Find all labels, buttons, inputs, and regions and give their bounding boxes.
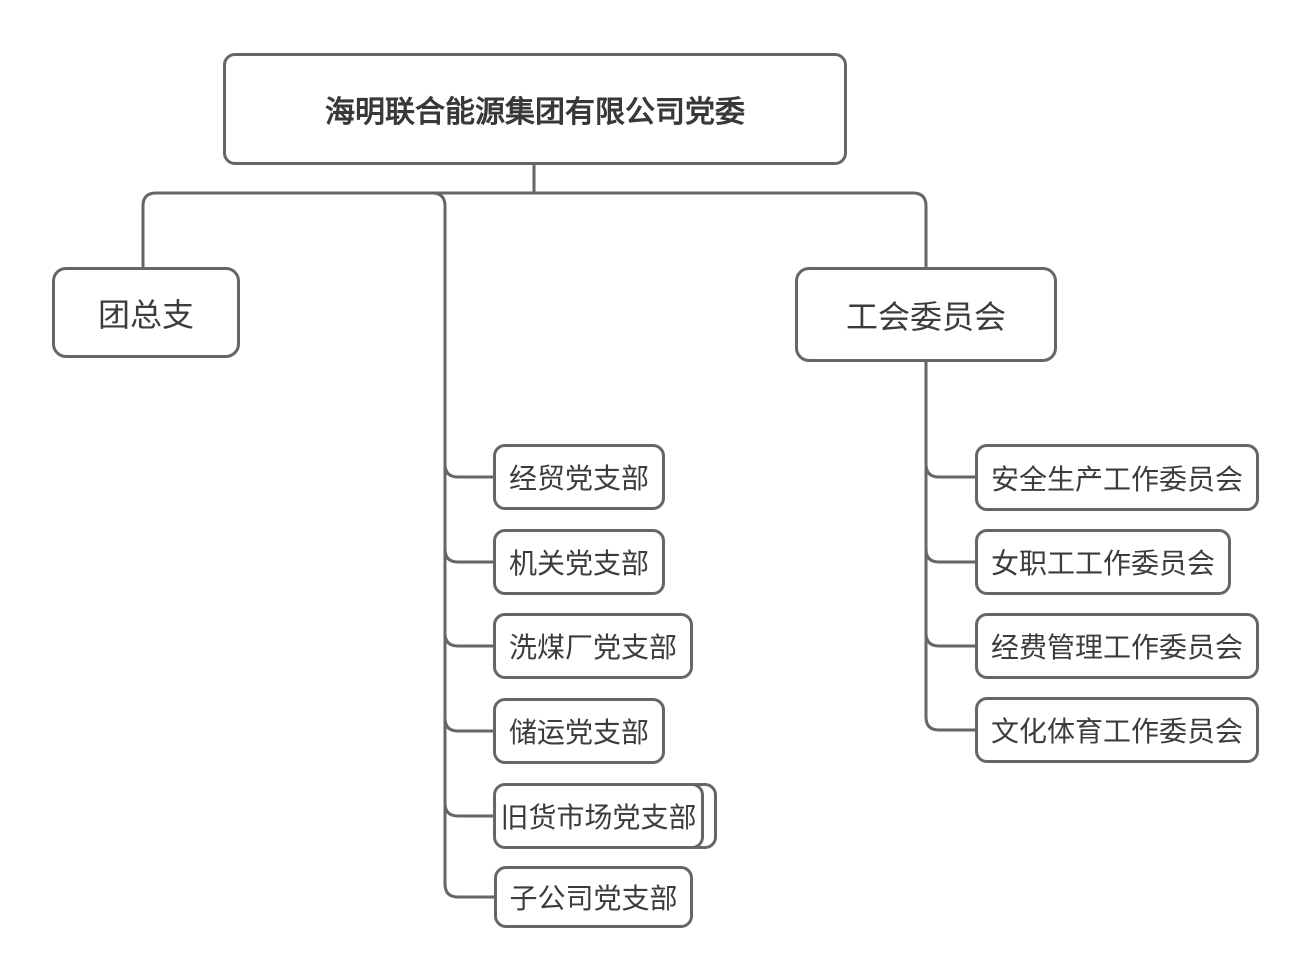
connector-middle-elbow-3 bbox=[443, 632, 494, 648]
connector-union-elbow-1 bbox=[924, 463, 976, 479]
node-label: 团总支 bbox=[97, 296, 194, 333]
node-old-goods-market-party-branch[interactable]: 旧货市场党支部 bbox=[493, 783, 704, 849]
node-storage-transport-party-branch[interactable]: 储运党支部 bbox=[493, 698, 665, 764]
node-party-committee-root[interactable]: 海明联合能源集团有限公司党委 bbox=[223, 53, 847, 165]
connector-middle-elbow-5 bbox=[443, 802, 494, 818]
node-union-committee[interactable]: 工会委员会 bbox=[795, 267, 1057, 362]
connector-middle-elbow-4 bbox=[443, 717, 494, 733]
node-label: 子公司党支部 bbox=[509, 883, 678, 914]
node-label: 机关党支部 bbox=[508, 548, 649, 579]
node-label: 女职工工作委员会 bbox=[990, 548, 1215, 579]
node-coal-washing-plant-party-branch[interactable]: 洗煤厂党支部 bbox=[493, 613, 693, 679]
connector-middle-trunk bbox=[431, 191, 494, 899]
node-label: 洗煤厂党支部 bbox=[508, 632, 677, 663]
node-label: 文化体育工作委员会 bbox=[990, 716, 1243, 747]
node-label: 经贸党支部 bbox=[508, 463, 649, 494]
node-label: 海明联合能源集团有限公司党委 bbox=[325, 96, 745, 129]
connector-level1-bus bbox=[141, 191, 928, 268]
connector-union-elbow-2 bbox=[924, 548, 976, 564]
node-culture-sports-work-committee[interactable]: 文化体育工作委员会 bbox=[975, 697, 1259, 763]
connector-union-trunk bbox=[924, 362, 976, 732]
node-label: 工会委员会 bbox=[845, 298, 1006, 335]
node-trade-party-branch[interactable]: 经贸党支部 bbox=[493, 444, 665, 510]
connector-middle-elbow-2 bbox=[443, 548, 494, 564]
node-female-workers-work-committee[interactable]: 女职工工作委员会 bbox=[975, 529, 1231, 595]
connector-middle-elbow-1 bbox=[443, 463, 494, 479]
node-office-party-branch[interactable]: 机关党支部 bbox=[493, 529, 665, 595]
node-label: 安全生产工作委员会 bbox=[990, 463, 1243, 495]
node-subsidiary-party-branch[interactable]: 子公司党支部 bbox=[494, 866, 693, 928]
node-funds-management-work-committee[interactable]: 经费管理工作委员会 bbox=[975, 613, 1259, 679]
node-safety-production-work-committee[interactable]: 安全生产工作委员会 bbox=[975, 444, 1259, 511]
node-youth-league-general-branch[interactable]: 团总支 bbox=[52, 267, 240, 358]
node-label: 经费管理工作委员会 bbox=[990, 632, 1243, 663]
node-label: 储运党支部 bbox=[508, 717, 649, 748]
node-label: 旧货市场党支部 bbox=[500, 802, 697, 833]
connector-union-elbow-3 bbox=[924, 632, 976, 648]
